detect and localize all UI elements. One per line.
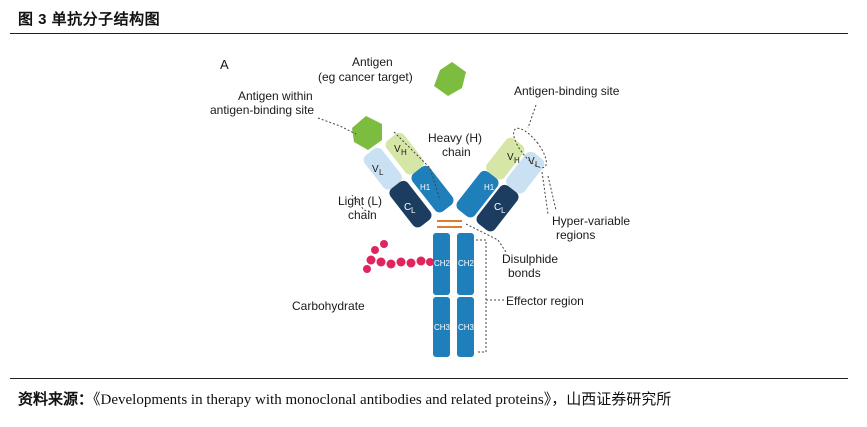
left-vh-letter: V bbox=[394, 144, 401, 155]
effector-region-label: Effector region bbox=[506, 294, 584, 308]
right-vh-domain bbox=[486, 137, 525, 180]
left-ch1-letter: H1 bbox=[420, 183, 431, 192]
left-fab-arm bbox=[352, 116, 454, 228]
left-vh-domain bbox=[385, 132, 424, 175]
heavy-chain-label: Heavy (H) bbox=[428, 131, 482, 145]
left-cl-sub: L bbox=[411, 206, 416, 215]
heavy-chain-label-sub: chain bbox=[442, 145, 471, 159]
bound-antigen-shape bbox=[352, 116, 382, 150]
right-fab-arm bbox=[456, 137, 545, 232]
left-vl-sub: L bbox=[379, 168, 384, 177]
antigen-within-label-sub: antigen-binding site bbox=[210, 103, 314, 117]
left-vh-sub: H bbox=[401, 148, 407, 157]
right-cl-letter: C bbox=[494, 202, 501, 213]
disulphide-bonds bbox=[437, 220, 462, 228]
right-ch1-letter: H1 bbox=[484, 183, 495, 192]
left-ch1-domain bbox=[411, 165, 454, 213]
left-cl-letter: C bbox=[404, 202, 411, 213]
antigen-label-sub: (eg cancer target) bbox=[318, 70, 413, 84]
carbohydrate-label: Carbohydrate bbox=[292, 299, 365, 313]
leader-lines bbox=[317, 104, 557, 353]
right-vh-letter: V bbox=[507, 152, 514, 163]
fc-left-ch3-label: CH3 bbox=[434, 323, 451, 332]
antigen-within-label: Antigen within bbox=[238, 89, 313, 103]
right-vl-domain bbox=[506, 151, 545, 194]
source-note: 资料来源：《Developments in therapy with monoc… bbox=[18, 388, 671, 409]
right-cl-domain bbox=[476, 184, 519, 232]
left-vl-domain bbox=[363, 147, 402, 190]
right-cl-sub: L bbox=[501, 206, 506, 215]
right-ch1-domain bbox=[456, 170, 499, 218]
hypervariable-label-sub: regions bbox=[556, 228, 595, 242]
source-text: 《Developments in therapy with monoclonal… bbox=[93, 392, 672, 408]
bottom-rule bbox=[10, 378, 848, 379]
fc-right-ch2-label: CH2 bbox=[458, 259, 475, 268]
disulphide-label-sub: bonds bbox=[508, 266, 541, 280]
left-vl-letter: V bbox=[372, 164, 379, 175]
panel-letter: A bbox=[220, 57, 229, 72]
fc-right-ch3 bbox=[457, 297, 474, 357]
fc-left-ch2-label: CH2 bbox=[434, 259, 451, 268]
disulphide-label: Disulphide bbox=[502, 252, 558, 266]
light-chain-label: Light (L) bbox=[338, 194, 382, 208]
hypervariable-label: Hyper-variable bbox=[552, 214, 630, 228]
right-vh-sub: H bbox=[514, 156, 520, 165]
fc-stem bbox=[433, 233, 474, 357]
fc-right-ch2 bbox=[457, 233, 474, 295]
fc-left-ch3 bbox=[433, 297, 450, 357]
left-cl-domain bbox=[389, 180, 432, 228]
binding-site-label: Antigen-binding site bbox=[514, 84, 620, 98]
carbohydrate-chain bbox=[363, 240, 434, 273]
antigen-label: Antigen bbox=[352, 55, 393, 69]
right-vl-sub: L bbox=[535, 160, 540, 169]
antigen-shape bbox=[434, 62, 466, 96]
fc-left-ch2 bbox=[433, 233, 450, 295]
right-vl-letter: V bbox=[528, 156, 535, 167]
top-rule bbox=[10, 33, 848, 34]
source-label: 资料来源： bbox=[18, 391, 94, 408]
light-chain-label-sub: chain bbox=[348, 208, 377, 222]
fc-right-ch3-label: CH3 bbox=[458, 323, 475, 332]
figure-title: 图 3 单抗分子结构图 bbox=[18, 11, 161, 28]
